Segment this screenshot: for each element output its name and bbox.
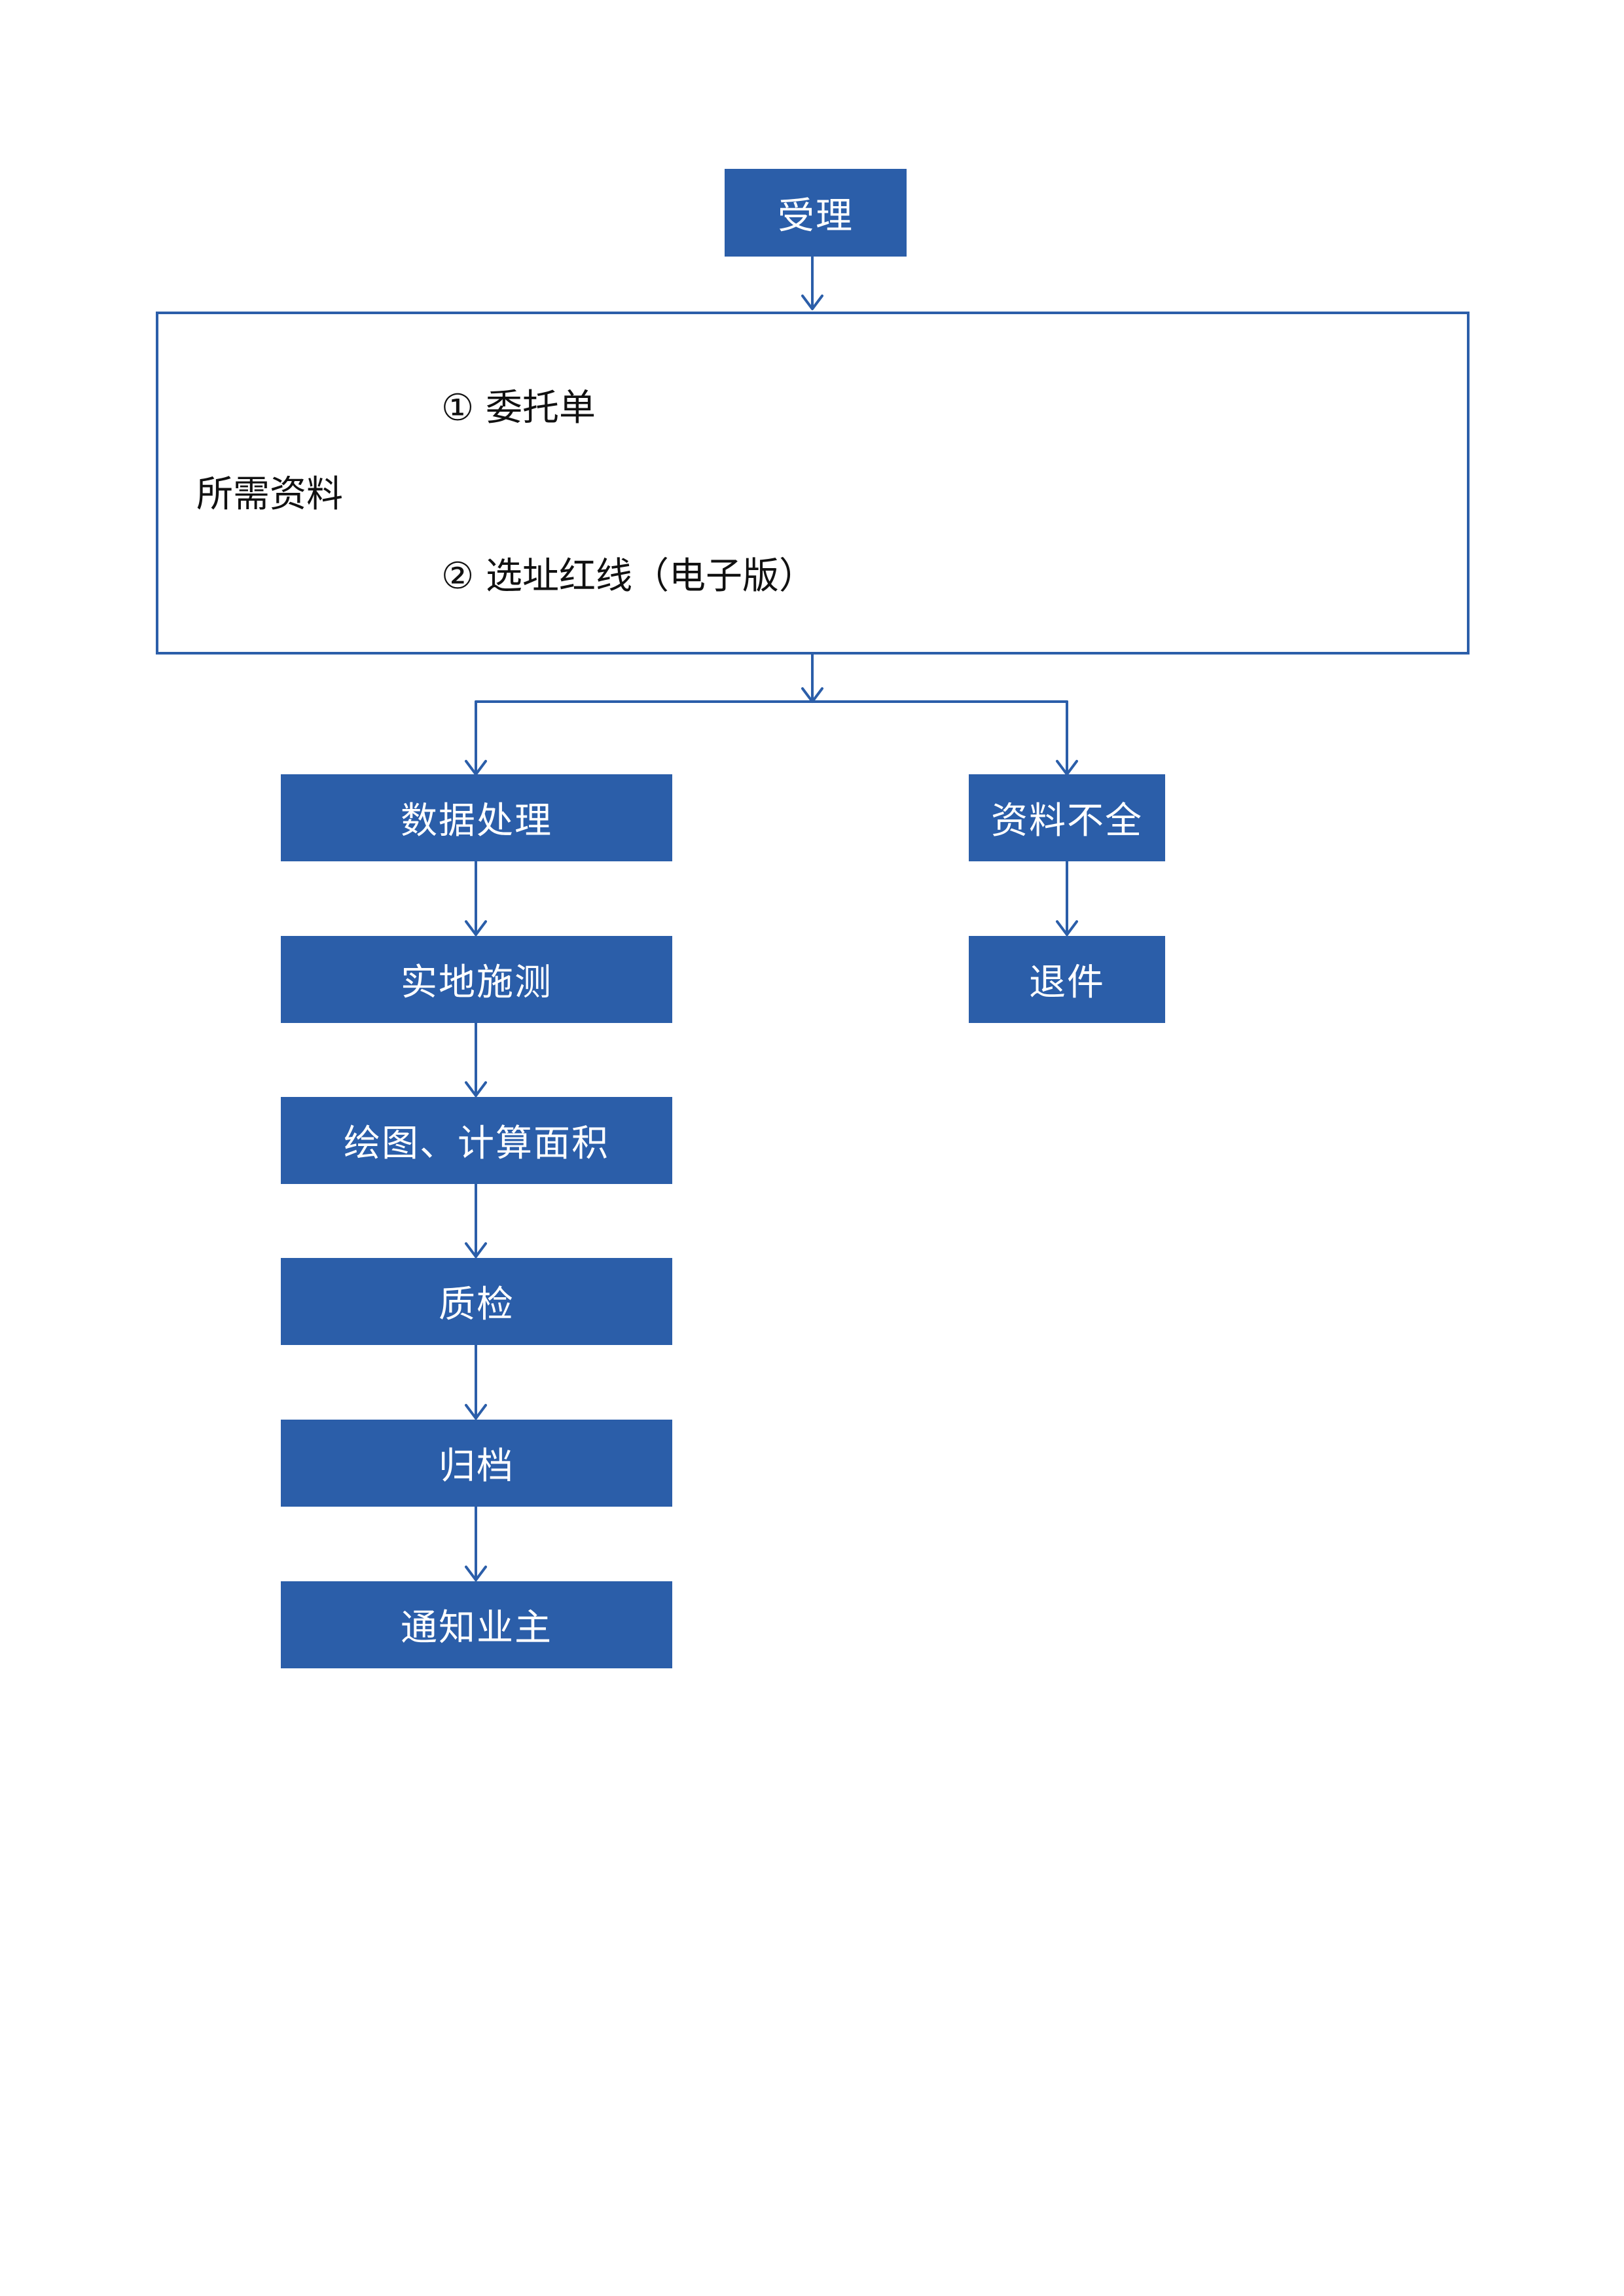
step-label: 质检 [439,1283,514,1326]
step-notify-owner: 通知业主 [281,1581,672,1668]
arrowhead [465,1404,487,1420]
arrowhead [465,920,487,936]
step-label: 实地施测 [401,961,552,1004]
start-box: 受理 [725,169,907,257]
requirement-item-1: ① 委托单 [441,387,596,429]
step-label: 归档 [439,1445,514,1488]
step-field-survey: 实地施测 [281,936,672,1023]
step-label: 绘图、计算面积 [344,1122,609,1165]
step-return-application: 退件 [969,936,1165,1023]
step-drawing-area: 绘图、计算面积 [281,1097,672,1184]
arrowhead [1056,920,1078,936]
step-archive: 归档 [281,1420,672,1507]
arrowhead [465,1081,487,1097]
step-quality-check: 质检 [281,1258,672,1345]
arrowhead [465,1566,487,1581]
step-label: 数据处理 [401,800,552,842]
step-label: 通知业主 [401,1607,552,1649]
start-label: 受理 [778,194,854,238]
arrowhead [465,1242,487,1258]
arrowhead [801,295,823,310]
step-data-processing: 数据处理 [281,774,672,861]
requirements-frame [156,312,1470,655]
step-label: 资料不全 [991,800,1143,842]
step-label: 退件 [1029,961,1105,1004]
requirement-item-2: ② 选址红线（电子版） [441,555,816,598]
step-incomplete-materials: 资料不全 [969,774,1165,861]
requirements-heading: 所需资料 [196,473,343,516]
